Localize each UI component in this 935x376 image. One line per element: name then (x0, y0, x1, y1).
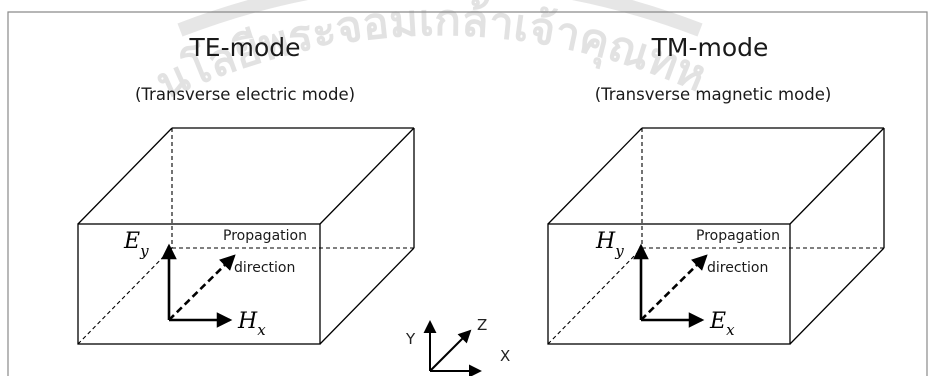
coordinate-axes: Y Z X (405, 316, 510, 376)
tm-waveguide-box (547, 127, 885, 345)
te-propagation-arrow (168, 254, 236, 321)
tm-propagation-arrow (640, 254, 708, 321)
tm-horizontal-field-label: Ex (709, 309, 735, 339)
x-axis-label: X (500, 347, 510, 365)
te-edge-bottom-right (319, 247, 415, 345)
tm-mode-subtitle: (Transverse magnetic mode) (595, 85, 832, 104)
te-horizontal-field-label: Hx (237, 309, 266, 339)
figure-frame (7, 11, 928, 376)
te-vertical-field-label: Ey (123, 229, 149, 260)
te-hidden-bottom-left (77, 247, 173, 345)
te-mode-panel: TE-mode (Transverse electric mode) Ey Hx… (77, 33, 415, 345)
y-axis-label: Y (405, 330, 416, 348)
tm-propagation-label: Propagation (696, 228, 780, 244)
tm-edge-top-right (789, 127, 885, 225)
te-propagation-label: Propagation (223, 228, 307, 244)
te-mode-title: TE-mode (189, 33, 301, 62)
te-waveguide-box (77, 127, 415, 345)
tm-edge-top-left (547, 127, 643, 225)
tm-mode-title: TM-mode (651, 33, 769, 62)
te-mode-subtitle: (Transverse electric mode) (135, 85, 355, 104)
tm-vertical-field-label: Hy (595, 229, 624, 260)
tm-hidden-bottom-left (547, 247, 643, 345)
te-edge-top-right (319, 127, 415, 225)
tm-mode-panel: TM-mode (Transverse magnetic mode) Hy Ex… (547, 33, 885, 345)
tm-front-face (547, 223, 791, 345)
tm-direction-label: direction (707, 260, 768, 276)
tm-edge-bottom-right (789, 247, 885, 345)
z-axis-label: Z (477, 316, 487, 334)
z-axis-arrow (429, 329, 472, 372)
te-direction-label: direction (234, 260, 295, 276)
te-front-face (77, 223, 321, 345)
te-edge-top-left (77, 127, 173, 225)
